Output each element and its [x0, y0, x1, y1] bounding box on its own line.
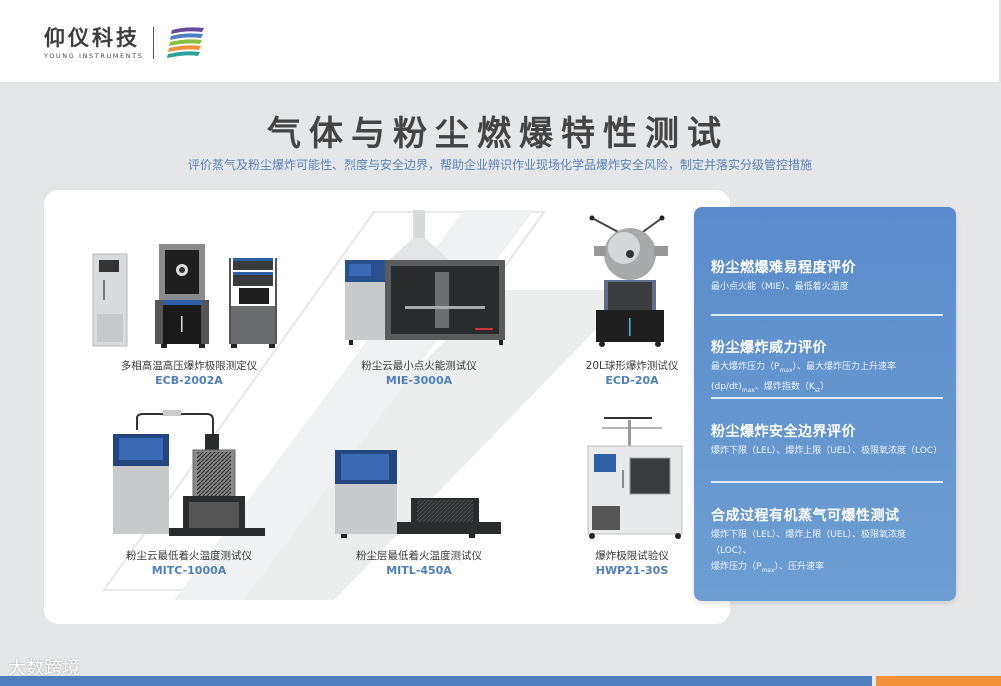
main-content: 气体与粉尘燃爆特性测试 评价蒸气及粉尘爆炸可能性、烈度与安全边界，帮助企业辨识作…	[0, 82, 1001, 686]
page-title: 气体与粉尘燃爆特性测试	[267, 114, 729, 154]
product-name: 粉尘云最小点火能测试仪	[361, 360, 477, 372]
eval-item-safety-boundary[interactable]: 粉尘爆炸安全边界评价 爆炸下限（LEL）、爆炸上限（UEL）、极限氧浓度（LOC…	[711, 421, 943, 459]
logo-divider	[153, 27, 155, 59]
product-name: 粉尘云最低着火温度测试仪	[126, 550, 252, 562]
divider	[711, 481, 943, 483]
explosion-limit-analyzer-image	[92, 244, 277, 348]
header: 仰仪科技 YOUNG INSTRUMENTS	[0, 0, 1001, 82]
eval-item-desc: 最大爆炸压力（Pmax）、最大爆炸压力上升速率(dp/dt)max、爆炸指数（K…	[711, 362, 897, 394]
divider	[711, 314, 943, 316]
company-logo[interactable]: 仰仪科技 YOUNG INSTRUMENTS	[44, 26, 206, 60]
product-hwp21-30s[interactable]: 爆炸极限试验仪 HWP21-30S	[532, 410, 730, 577]
page-subtitle: 评价蒸气及粉尘爆炸可能性、烈度与安全边界，帮助企业辨识作业现场化学品爆炸安全风险…	[187, 158, 812, 172]
product-model: MIE-3000A	[385, 374, 453, 387]
logo-chinese-name: 仰仪科技	[44, 26, 140, 50]
product-name: 多相高温高压爆炸极限测定仪	[120, 360, 258, 372]
dust-cloud-ignition-temp-tester-image	[113, 410, 265, 536]
eval-item-desc: 爆炸下限（LEL）、爆炸上限（UEL）、极限氧浓度（LOC）	[711, 446, 943, 456]
product-model: MITC-1000A	[151, 564, 227, 577]
20l-sphere-explosion-tester-image	[589, 215, 668, 347]
product-name: 粉尘层最低着火温度测试仪	[356, 550, 482, 562]
divider	[711, 397, 943, 399]
eval-item-title: 粉尘爆炸安全边界评价	[711, 424, 856, 440]
watermark-text: 大数跨境	[8, 658, 80, 679]
eval-item-title: 粉尘燃爆难易程度评价	[711, 260, 856, 276]
eval-item-desc: 爆炸下限（LEL）、爆炸上限（UEL）、极限氧浓度（LOC）、爆炸压力（Pmax…	[711, 530, 907, 574]
explosion-limit-test-apparatus-image	[587, 417, 683, 539]
evaluation-panel: 粉尘燃爆难易程度评价 最小点火能（MIE）、最低着火温度 粉尘爆炸威力评价 最大…	[694, 207, 956, 601]
dust-layer-ignition-temp-tester-image	[335, 450, 501, 538]
product-model: HWP21-30S	[595, 564, 669, 577]
product-name: 20L球形爆炸测试仪	[585, 360, 679, 372]
product-card: 多相高温高压爆炸极限测定仪 ECB-2002A 粉尘云最小点火能测试仪 MIE-…	[44, 190, 730, 624]
eval-item-dust-ignitability[interactable]: 粉尘燃爆难易程度评价 最小点火能（MIE）、最低着火温度	[711, 257, 943, 295]
product-model: ECD-20A	[605, 374, 659, 387]
eval-item-title: 粉尘爆炸威力评价	[711, 340, 827, 356]
footer-color-bar	[0, 676, 1001, 686]
product-mitl-450a[interactable]: 粉尘层最低着火温度测试仪 MITL-450A	[319, 410, 519, 577]
product-model: ECB-2002A	[155, 374, 223, 387]
eval-item-title: 合成过程有机蒸气可爆性测试	[711, 508, 900, 524]
product-mie-3000a[interactable]: 粉尘云最小点火能测试仪 MIE-3000A	[319, 210, 519, 387]
wave-stripes-logo-icon	[167, 27, 205, 58]
product-model: MITL-450A	[386, 564, 452, 577]
product-mitc-1000a[interactable]: 粉尘云最低着火温度测试仪 MITC-1000A	[89, 410, 289, 577]
product-name: 爆炸极限试验仪	[595, 550, 669, 562]
footer-bar-orange	[876, 676, 1001, 686]
eval-item-explosion-severity[interactable]: 粉尘爆炸威力评价 最大爆炸压力（Pmax）、最大爆炸压力上升速率(dp/dt)m…	[711, 337, 943, 399]
product-ecb-2002a[interactable]: 多相高温高压爆炸极限测定仪 ECB-2002A	[89, 230, 289, 387]
logo-english-name: YOUNG INSTRUMENTS	[44, 52, 144, 60]
footer-bar-blue	[0, 676, 872, 686]
product-ecd-20a[interactable]: 20L球形爆炸测试仪 ECD-20A	[532, 210, 730, 387]
eval-item-organic-vapor[interactable]: 合成过程有机蒸气可爆性测试 爆炸下限（LEL）、爆炸上限（UEL）、极限氧浓度（…	[711, 505, 943, 579]
minimum-ignition-energy-tester-image	[345, 210, 505, 345]
eval-item-desc: 最小点火能（MIE）、最低着火温度	[711, 282, 849, 292]
